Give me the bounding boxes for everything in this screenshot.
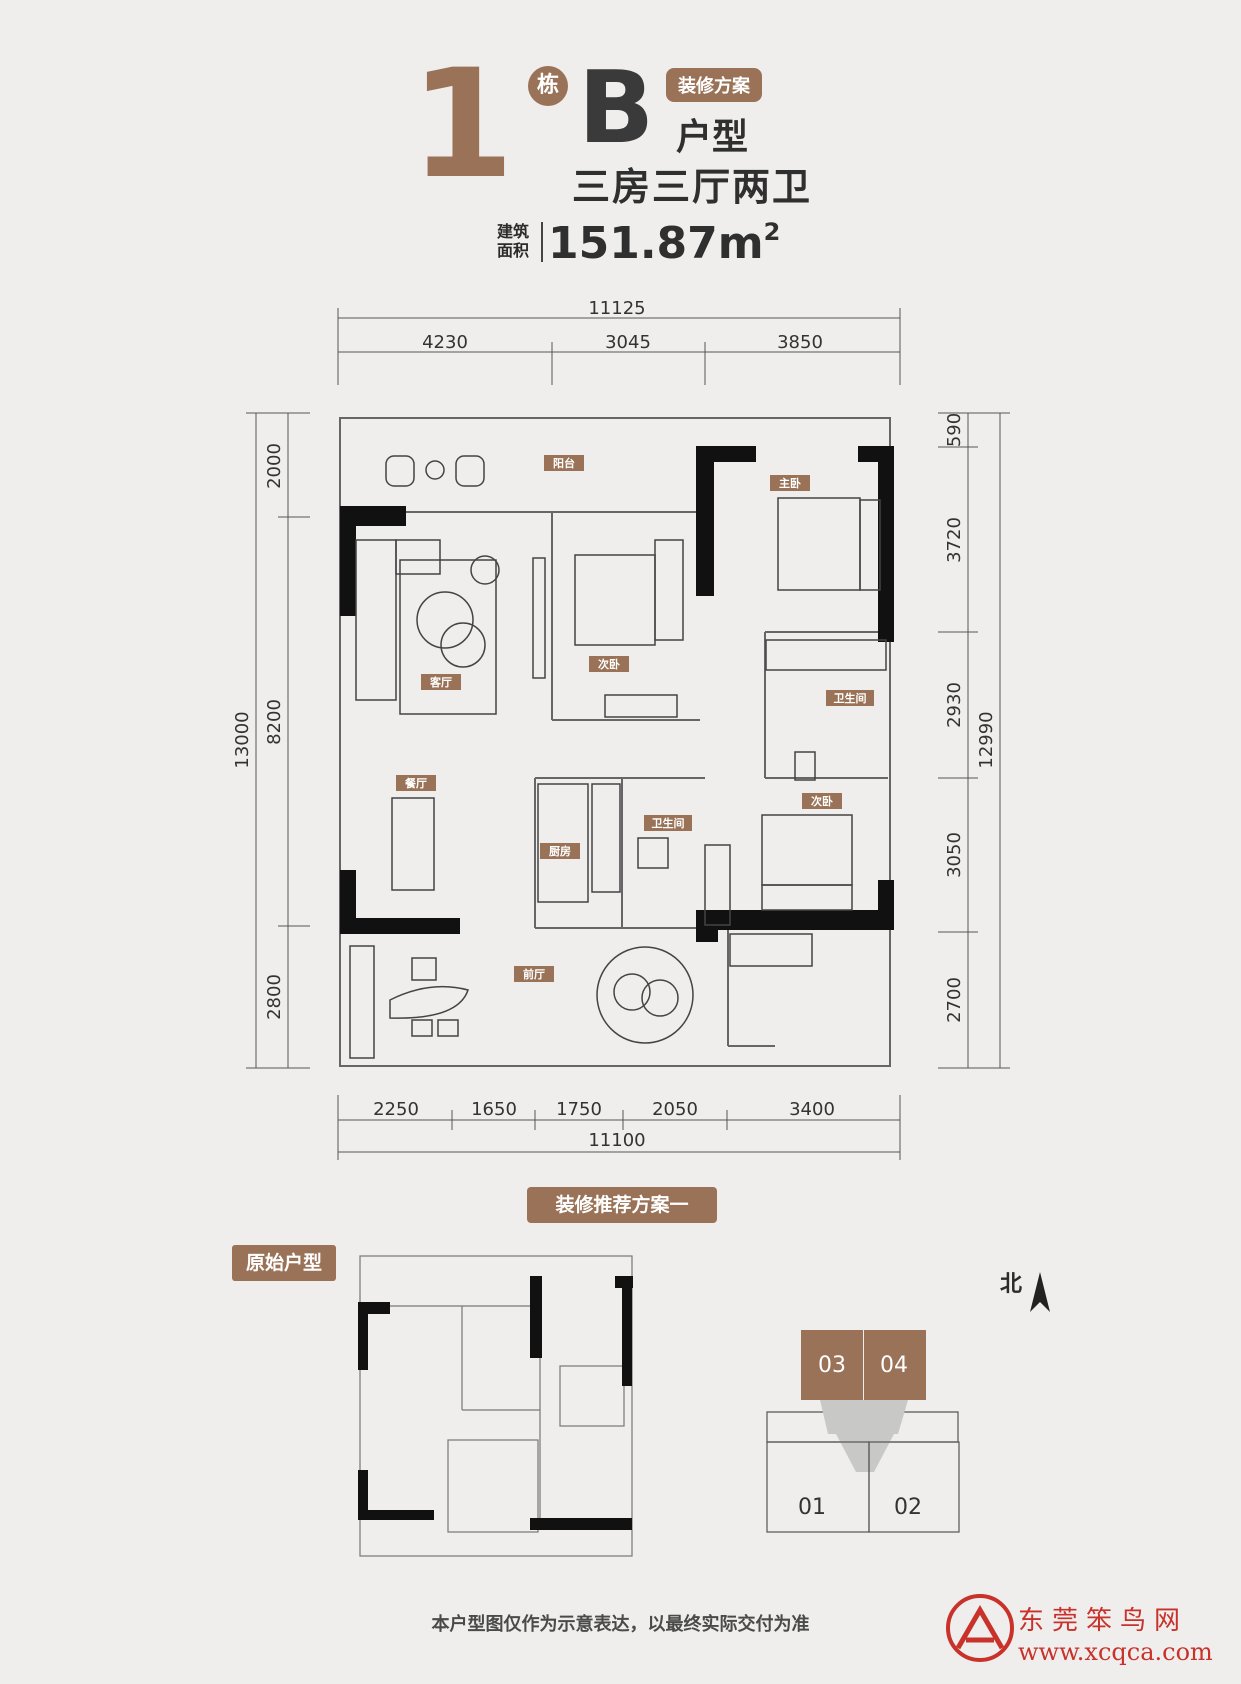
dim-bottom-seg-2: 1650: [471, 1099, 517, 1120]
key-unit-04-block: [864, 1330, 926, 1400]
dim-right-seg-4: 3050: [944, 832, 965, 878]
room-kitchen: 厨房: [549, 844, 571, 858]
dim-right-seg-5: 2700: [944, 977, 965, 1023]
original-plan-tag: 原始户型: [232, 1245, 336, 1281]
room-master-bed: 主卧: [779, 476, 801, 490]
dim-left-seg-1: 2000: [264, 443, 285, 489]
key-plan: 03 04 01 02: [766, 1330, 960, 1533]
room-bathroom-2: 卫生间: [652, 816, 685, 830]
dimension-labels: 11125 4230 3045 3850 2250 1650 1750 2050…: [232, 298, 997, 1151]
dim-bottom-total: 11100: [588, 1130, 645, 1151]
dim-left-seg-2: 8200: [264, 699, 285, 745]
area-superscript: 2: [763, 218, 781, 246]
dim-top-seg-2: 3045: [605, 332, 651, 353]
disclaimer: 本户型图仅作为示意表达，以最终实际交付为准: [431, 1614, 810, 1635]
room-second-bed-1: 次卧: [598, 657, 620, 671]
key-unit-03-block: [801, 1330, 863, 1400]
room-bathroom-1: 卫生间: [834, 691, 867, 705]
brand-url: www.xcqca.com: [1018, 1638, 1213, 1666]
dim-left-total: 13000: [232, 711, 253, 768]
key-unit-04: 04: [880, 1353, 908, 1378]
plan-tag: 装修方案: [666, 68, 762, 102]
dim-top-seg-3: 3850: [777, 332, 823, 353]
structural-walls: [340, 446, 894, 942]
room-balcony: 阳台: [553, 456, 575, 470]
room-foyer: 前厅: [523, 967, 545, 981]
dimension-lines: [246, 308, 1010, 1160]
dim-bottom-seg-3: 1750: [556, 1099, 602, 1120]
dim-right-seg-2: 3720: [944, 517, 965, 563]
north-arrow-icon: [1030, 1272, 1050, 1312]
dim-top-total: 11125: [588, 298, 645, 319]
area-label-line2: 面积: [497, 241, 530, 260]
room-second-bed-2: 次卧: [811, 794, 833, 808]
dim-right-total: 12990: [976, 711, 997, 768]
dim-right-seg-3: 2930: [944, 682, 965, 728]
room-labels: 阳台 客厅 次卧 主卧 卫生间 餐厅 厨房 卫生间 次卧 前厅: [396, 455, 874, 982]
dim-left-seg-3: 2800: [264, 974, 285, 1020]
area-number: 151.87m: [548, 218, 764, 269]
dim-bottom-seg-1: 2250: [373, 1099, 419, 1120]
brand-name: 东莞笨鸟网: [1018, 1606, 1189, 1636]
area-label: 建筑 面积: [497, 222, 533, 260]
brand-logo-icon: [946, 1594, 1014, 1662]
area-label-line1: 建筑: [497, 222, 530, 241]
layout-description: 三房三厅两卫: [572, 165, 813, 209]
building-number: 1: [410, 38, 515, 212]
area-divider: [541, 222, 543, 262]
key-unit-03: 03: [818, 1353, 846, 1378]
north-label: 北: [1000, 1272, 1023, 1297]
dim-top-seg-1: 4230: [422, 332, 468, 353]
unit-type: 户型: [676, 117, 749, 158]
building-suffix-badge: 栋: [528, 66, 568, 106]
furniture: [349, 455, 887, 1059]
room-living: 客厅: [429, 675, 452, 689]
original-plan-walls: [358, 1276, 633, 1530]
room-dining: 餐厅: [404, 776, 427, 790]
key-unit-01: 01: [798, 1495, 826, 1520]
key-unit-02: 02: [894, 1495, 922, 1520]
area-value: 151.87m2: [548, 218, 780, 269]
dim-bottom-seg-5: 3400: [789, 1099, 835, 1120]
dim-right-seg-1: 590: [944, 413, 965, 447]
unit-letter: B: [578, 49, 655, 166]
scheme-tag: 装修推荐方案一: [527, 1187, 717, 1223]
thin-walls: [339, 417, 891, 1067]
dim-bottom-seg-4: 2050: [652, 1099, 698, 1120]
